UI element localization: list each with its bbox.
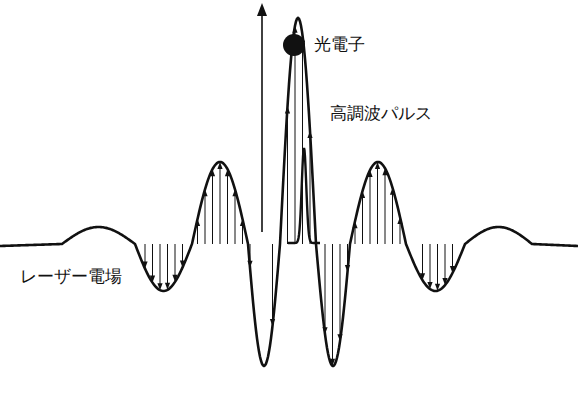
field-arrow-shaft xyxy=(212,175,213,244)
harmonic-pulse-label: 高調波パルス xyxy=(330,103,432,123)
field-arrow-shaft xyxy=(430,244,431,283)
field-arrow-shaft xyxy=(152,244,153,277)
field-arrow-shaft xyxy=(242,225,243,244)
field-arrow-shaft xyxy=(197,225,198,244)
field-arrow-shaft xyxy=(445,244,446,279)
field-arrow-shaft xyxy=(400,223,401,244)
field-arrow-shaft xyxy=(302,41,303,244)
field-arrow-shaft xyxy=(160,244,161,284)
field-arrow-shaft xyxy=(362,197,363,244)
field-arrow-shaft xyxy=(340,244,341,335)
field-arrow-shaft xyxy=(437,244,438,285)
laser-field-curve xyxy=(0,18,578,366)
field-arrow-shaft xyxy=(220,168,221,244)
harmonic-pulse xyxy=(288,148,320,243)
field-arrow-shaft xyxy=(392,194,393,244)
field-arrow-shaft xyxy=(385,174,386,244)
field-arrow-shaft xyxy=(325,244,326,328)
field-arrow-shaft xyxy=(205,195,206,244)
field-arrow-shaft xyxy=(422,244,423,274)
field-arrow-shaft xyxy=(227,175,228,244)
field-arrow-shaft xyxy=(295,32,296,244)
electron-direction-arrow xyxy=(261,14,263,232)
field-arrow-shaft xyxy=(355,227,356,244)
field-arrow-shaft xyxy=(332,244,333,360)
field-arrow-shaft xyxy=(182,244,183,262)
photoelectron-label: 光電子 xyxy=(314,34,365,54)
field-arrow-shaft xyxy=(145,244,146,263)
field-arrow-shaft xyxy=(167,244,168,284)
laser-field-label: レーザー電場 xyxy=(20,266,122,286)
field-arrow-shaft xyxy=(175,244,176,276)
field-arrow-shaft xyxy=(377,168,378,244)
field-arrow-shaft xyxy=(370,176,371,244)
arrow-head xyxy=(257,3,267,16)
field-arrow-shaft xyxy=(272,244,273,320)
field-arrow-shaft xyxy=(452,244,453,267)
photoelectron-dot xyxy=(283,34,305,56)
field-arrows xyxy=(142,26,455,366)
field-arrow-shaft xyxy=(235,195,236,244)
